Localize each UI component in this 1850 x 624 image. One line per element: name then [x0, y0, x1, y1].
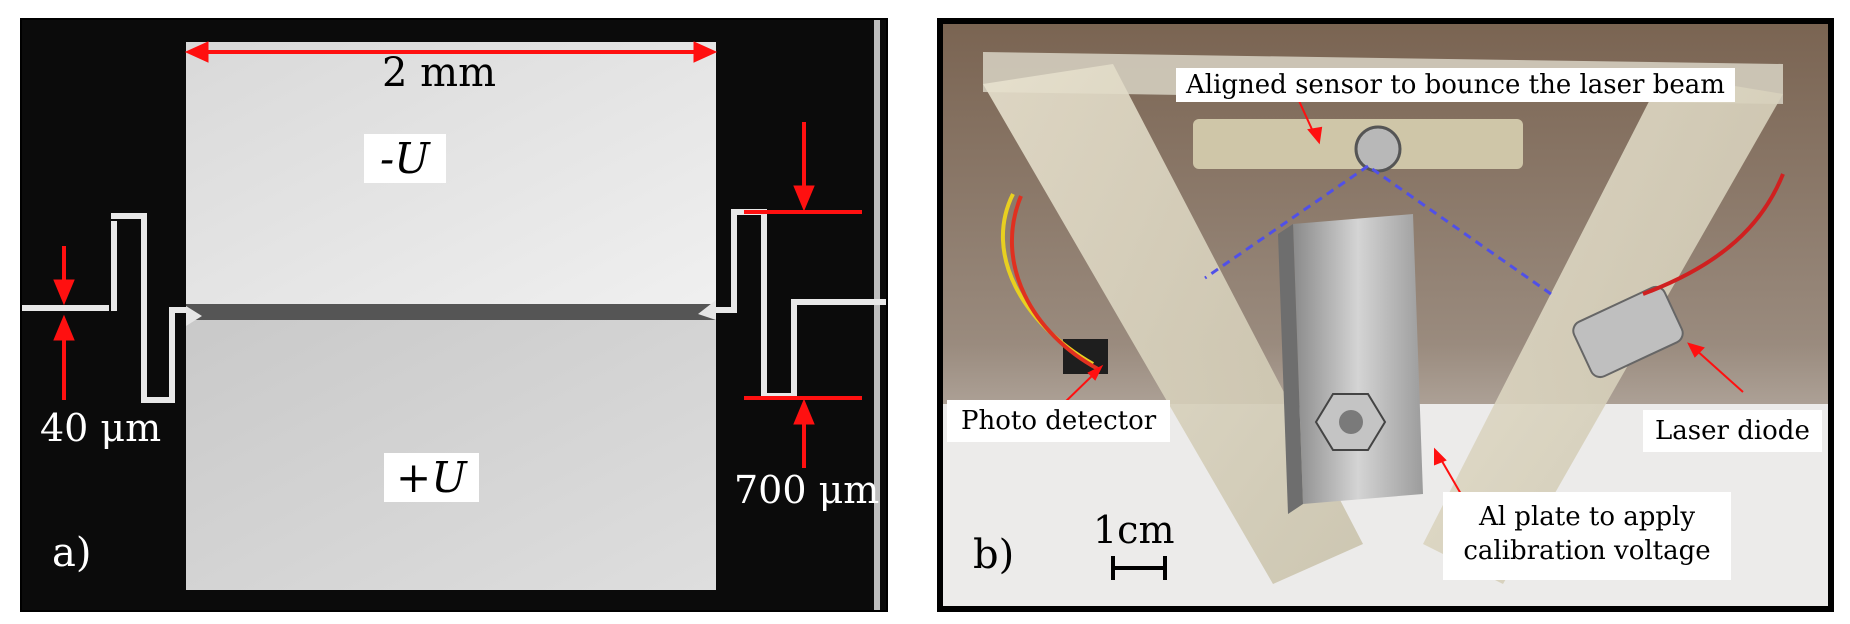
micrograph-illustration [22, 20, 886, 610]
plate-label: Al plate to apply calibration voltage [1443, 492, 1731, 580]
plate-label-line-1: Al plate to apply [1478, 502, 1696, 532]
left-trench [22, 213, 186, 403]
bottom-electrode-label: +U [384, 453, 479, 502]
panel-b-photo: Aligned sensor to bounce the laser beam … [937, 18, 1834, 612]
top-electrode [186, 42, 716, 314]
edge-strip [874, 20, 880, 610]
laser-label: Laser diode [1643, 410, 1822, 452]
gap-label: 40 μm [40, 406, 162, 450]
scale-bar [1111, 556, 1167, 580]
electrode-gap [186, 304, 716, 320]
top-electrode-label: -U [364, 134, 446, 183]
laser-beam-path [1204, 164, 1552, 296]
sensor-nut [1354, 125, 1402, 173]
detector-label: Photo detector [947, 400, 1171, 442]
right-trench [716, 209, 886, 399]
panel-b-tag: b) [973, 532, 1015, 578]
aluminium-plate [1293, 214, 1423, 504]
dimension-arrows [53, 41, 862, 468]
plate-label-line-2: calibration voltage [1463, 536, 1711, 566]
left-acrylic-arm [983, 64, 1363, 584]
panel-a-tag: a) [52, 530, 92, 576]
depth-label: 700 μm [734, 468, 880, 512]
laser-diode-body [1572, 285, 1684, 379]
panel-a-micrograph: 2 mm -U +U 40 μm 700 μm a) [20, 18, 888, 612]
width-label: 2 mm [382, 50, 497, 96]
photo-detector-body [1063, 339, 1108, 374]
sensor-label: Aligned sensor to bounce the laser beam [1176, 68, 1735, 102]
scale-label: 1cm [1093, 508, 1175, 552]
